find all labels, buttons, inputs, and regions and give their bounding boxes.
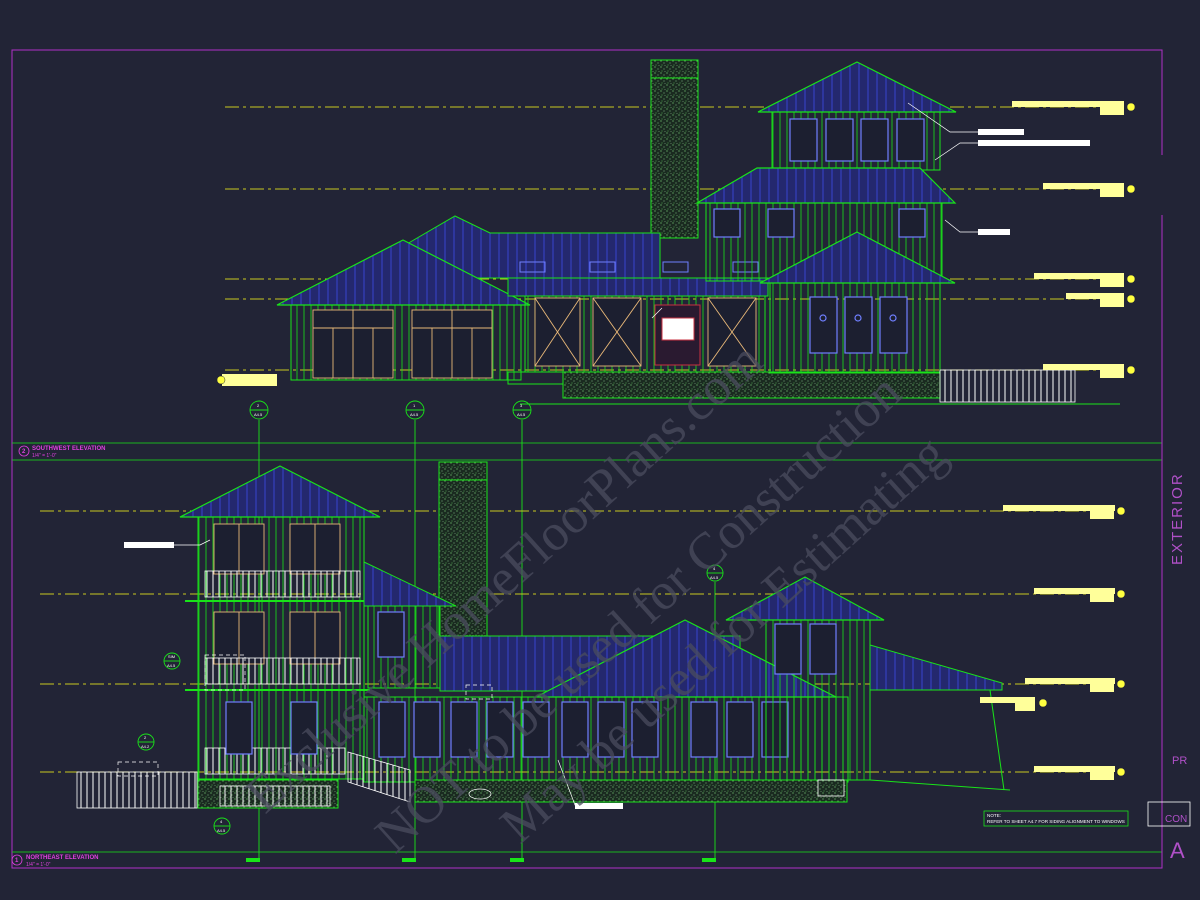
tower-mid-windows <box>713 208 926 238</box>
callout-tags-bottom <box>124 542 623 809</box>
level-tags-bottom <box>980 505 1115 780</box>
side-label-exterior: EXTERIOR <box>1169 472 1186 565</box>
title-southwest-number: 2 <box>22 449 26 455</box>
sheet-border <box>11 49 1164 869</box>
title-northeast: 1 NORTHEAST ELEVATION 1/4" = 1'-0" <box>11 854 98 868</box>
right-shed-roof <box>869 644 1003 691</box>
tower-upper-windows <box>789 118 925 162</box>
title-northeast-text: NORTHEAST ELEVATION <box>26 855 98 861</box>
siding-note: NOTE: REFER TO SHEET A4.7 FOR SIDING ALI… <box>983 810 1129 827</box>
right-tower-windows <box>774 623 837 675</box>
chimney-bottom <box>438 461 488 638</box>
section-tag-2-bottom: A4.5 <box>410 412 419 417</box>
chimney-top <box>650 59 699 239</box>
level-markers-bottom <box>1038 506 1126 777</box>
title-block-strip: EXTERIOR PR CON A <box>1147 472 1191 863</box>
southwest-elevation <box>216 59 1136 405</box>
section-tag-7-top: 4 <box>220 819 223 824</box>
title-southwest-scale: 1/4" = 1'-0" <box>32 453 57 459</box>
section-tag-6-top: 2 <box>144 735 147 740</box>
stone-base-top <box>562 371 941 399</box>
title-northeast-number: 1 <box>15 858 19 864</box>
section-tag-5-top: SIM <box>168 654 175 659</box>
stair-railing <box>347 751 411 803</box>
left-tower-windows <box>225 701 318 755</box>
stone-base-bottom <box>414 779 848 803</box>
section-tag-4-top: 4 <box>713 566 716 571</box>
title-northeast-scale: 1/4" = 1'-0" <box>26 862 51 868</box>
section-tag-7-bottom: A4.5 <box>217 828 226 833</box>
section-tag-1-top: 2 <box>257 403 260 408</box>
tower-mid-roof <box>694 167 957 204</box>
corner-label-con: CON <box>1165 814 1187 825</box>
section-tag-3-top: 3 <box>520 403 523 408</box>
title-southwest-text: SOUTHWEST ELEVATION <box>32 446 105 452</box>
northeast-elevation <box>40 461 1126 809</box>
deck-railing-bottom <box>76 771 198 809</box>
title-southwest: 2 SOUTHWEST ELEVATION 1/4" = 1'-0" <box>18 445 105 459</box>
level-markers-top <box>216 102 1136 385</box>
note-text: REFER TO SHEET A4.7 FOR SIDING ALIGNMENT… <box>987 819 1125 824</box>
section-tag-5-bottom: A4.5 <box>167 663 176 668</box>
section-tag-2-top: 1 <box>413 403 416 408</box>
center-doors <box>534 297 757 367</box>
left-tower-railings <box>204 570 361 775</box>
tower-lower-windows <box>809 296 908 354</box>
con-box <box>1147 801 1191 827</box>
callout-tags-top <box>978 129 1090 235</box>
main-windows-bottom <box>378 701 789 758</box>
note-title: NOTE: <box>987 813 1001 818</box>
section-tag-3-bottom: A4.5 <box>517 412 526 417</box>
corner-label-a: A <box>1170 838 1185 863</box>
callout-leaders-top <box>651 102 978 319</box>
left-tower-roof <box>179 465 381 518</box>
tower-top-roof <box>757 61 957 113</box>
section-tag-4-bottom: A4.5 <box>710 575 719 580</box>
section-tag-1-bottom: A4.5 <box>254 412 263 417</box>
corner-label-pr: PR <box>1172 755 1187 767</box>
deck-railing-top <box>939 369 1076 403</box>
section-tag-6-bottom: A4.2 <box>141 744 150 749</box>
level-tags-top <box>222 101 1124 386</box>
garage-doors <box>312 309 493 379</box>
